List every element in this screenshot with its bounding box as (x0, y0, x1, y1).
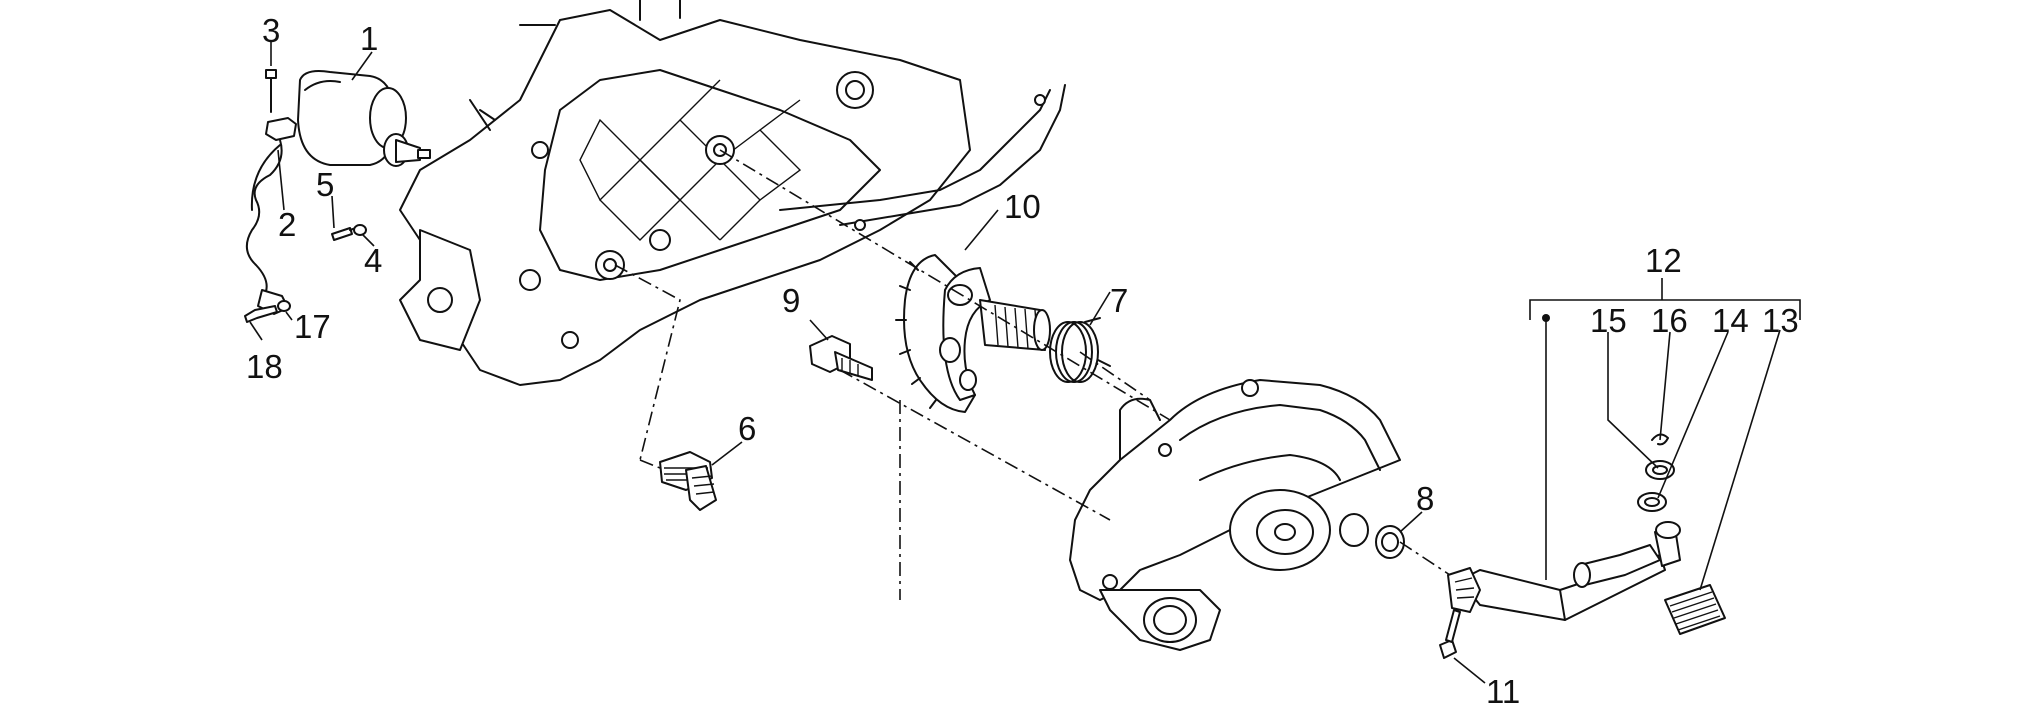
washer-part-14 (1637, 492, 1667, 512)
transmission-cover (1069, 379, 1401, 651)
callout-12: 12 (1645, 242, 1682, 279)
callout-11: 11 (1486, 673, 1520, 705)
kickstart-lever (1447, 521, 1681, 621)
callout-labels: 1 2 3 4 5 6 7 8 9 10 11 12 13 14 15 16 1… (246, 12, 1799, 705)
callout-3: 3 (262, 12, 280, 49)
lever-pinch-bolt (1439, 609, 1461, 659)
callout-2: 2 (278, 206, 296, 243)
washer-part-15 (1645, 460, 1675, 480)
washer-part-17 (277, 300, 291, 312)
kickstart-spring (1049, 317, 1111, 383)
callout-15: 15 (1590, 302, 1627, 339)
callout-13: 13 (1762, 302, 1799, 339)
starter-motor (297, 70, 431, 167)
idler-part-9 (809, 335, 873, 381)
callout-6: 6 (738, 410, 756, 447)
callout-1: 1 (360, 20, 378, 57)
circlip-part-16 (1651, 433, 1669, 446)
crankcase-housing (399, 0, 971, 386)
callout-4: 4 (364, 242, 382, 279)
callout-16: 16 (1651, 302, 1688, 339)
starter-wiring (245, 117, 297, 315)
oil-seal (1375, 525, 1405, 559)
callout-7: 7 (1110, 282, 1128, 319)
crankcase-gasket (469, 84, 1066, 231)
lever-rubber-grip (1664, 584, 1726, 635)
callout-5: 5 (316, 166, 334, 203)
kit-bracket-12 (1529, 278, 1801, 580)
assembly-axes (614, 149, 1451, 600)
screw-part-18 (244, 305, 278, 323)
starter-pinion-gear (659, 451, 717, 511)
callout-18: 18 (246, 348, 283, 385)
washer-part-4 (353, 224, 367, 236)
leader-lines (249, 42, 1781, 684)
screw-part-3 (265, 69, 277, 113)
callout-10: 10 (1004, 188, 1041, 225)
callout-9: 9 (782, 282, 800, 319)
callout-17: 17 (294, 308, 331, 345)
callout-14: 14 (1712, 302, 1749, 339)
callout-8: 8 (1416, 480, 1434, 517)
